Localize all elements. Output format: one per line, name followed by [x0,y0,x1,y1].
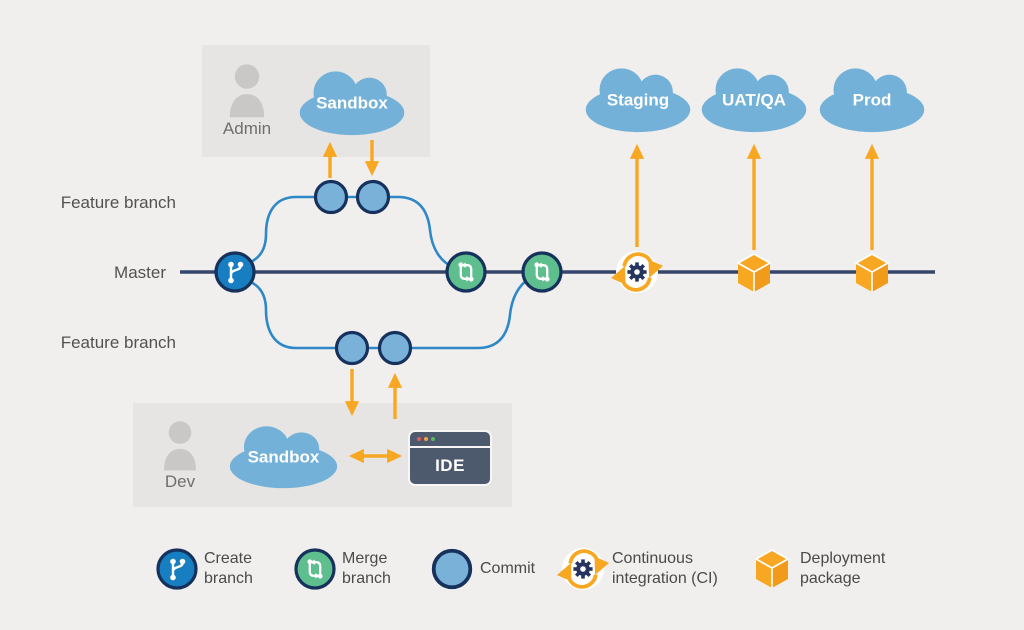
cloud-icon [819,68,925,133]
cloud-icon [299,71,405,136]
dev-sandbox-cloud: Sandbox [227,421,340,489]
legend-create-branch-label: Create branch [204,550,253,587]
cloud-label: Prod [852,90,892,110]
window-maximize-dot [431,437,435,441]
legend-commit-label: Commit [480,560,536,577]
legend-commit-icon [431,548,473,590]
admin-person-icon [229,64,265,118]
cloud-label: UAT/QA [722,90,786,110]
window-close-dot [417,437,421,441]
legend-merge-branch-icon [294,548,336,590]
cloud-label: Sandbox [247,447,320,467]
window-minimize-dot [424,437,428,441]
merge-branch-icon [445,251,487,293]
feature-branch-top-label: Feature branch [60,193,176,212]
legend-merge-branch-label: Merge branch [342,550,391,587]
commit-icon [313,179,349,215]
continuous-integration-icon [616,251,658,293]
dev-label: Dev [164,472,196,491]
uatqa-cloud: UAT/QA [699,63,809,133]
merge-branch-icon [521,251,563,293]
dev-person-icon [164,421,196,471]
create-branch-icon [214,251,256,293]
prod-cloud: Prod [817,63,927,133]
cloud-icon [229,426,338,489]
cloud-label: Sandbox [316,93,388,113]
master-label: Master [114,263,166,282]
ide-title: IDE [435,456,465,475]
admin-sandbox-cloud: Sandbox [297,66,407,136]
deployment-package-icon [737,253,771,293]
deployment-package-icon [855,253,889,293]
legend-create-branch-icon [156,548,198,590]
cloud-icon [701,68,807,133]
commit-icon [334,330,370,366]
legend-continuous-integration-label: Continuous integration (CI) [612,550,718,587]
ide-titlebar [410,432,490,448]
feature-branch-top-path [235,195,463,272]
commit-icon [355,179,391,215]
cloud-icon [585,68,691,133]
cloud-label: Staging [606,90,670,110]
legend-continuous-integration-icon [562,548,604,590]
admin-label: Admin [222,119,272,138]
ide-window: IDE [408,430,492,486]
legend-deployment-package-label: Deployment package [800,550,886,587]
feature-branch-bottom-label: Feature branch [60,333,176,352]
commit-icon [377,330,413,366]
staging-cloud: Staging [583,63,693,133]
legend-deployment-package-icon [755,549,789,589]
